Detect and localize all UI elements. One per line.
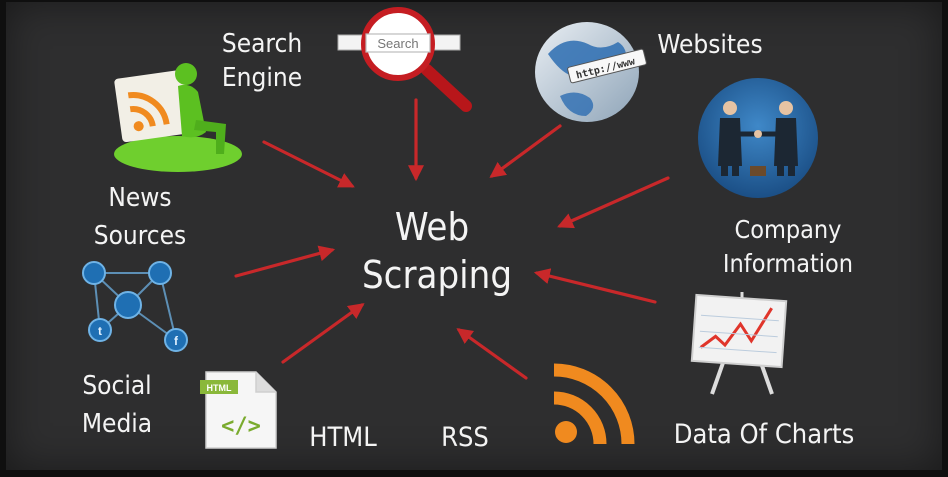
arrow-news-sources bbox=[262, 140, 355, 188]
center-title-line2: Scraping bbox=[362, 253, 512, 297]
social-network-icon: t f bbox=[82, 261, 188, 352]
handshake-icon bbox=[698, 78, 818, 198]
html-file-icon: HTML </> bbox=[200, 371, 277, 449]
news-sources-label-line1: News bbox=[108, 183, 171, 213]
data-of-charts-label: Data Of Charts bbox=[674, 419, 854, 450]
center-title-line1: Web bbox=[395, 205, 469, 249]
html-file-tag: HTML bbox=[207, 383, 232, 393]
center-title: Web Scraping bbox=[362, 205, 512, 297]
social-media-label-line1: Social bbox=[82, 371, 151, 401]
arrow-company-information bbox=[557, 176, 670, 229]
news-sources-label-line2: Sources bbox=[94, 221, 186, 251]
websites-node: http://www Websites bbox=[535, 22, 763, 122]
svg-text:f: f bbox=[174, 334, 179, 348]
search-engine-label-line2: Engine bbox=[222, 63, 302, 93]
social-media-label-line2: Media bbox=[82, 409, 152, 439]
html-label: HTML bbox=[309, 422, 377, 453]
rss-icon bbox=[553, 363, 635, 445]
arrow-websites bbox=[489, 124, 562, 178]
arrow-social-media bbox=[234, 245, 336, 278]
svg-text:t: t bbox=[98, 324, 102, 338]
search-bar-text: Search bbox=[377, 36, 418, 51]
websites-label: Websites bbox=[657, 30, 762, 60]
company-information-label-line1: Company bbox=[734, 215, 841, 244]
company-information-label-line2: Information bbox=[723, 249, 853, 278]
arrow-data-of-charts bbox=[533, 268, 657, 304]
chart-easel-icon bbox=[690, 292, 788, 395]
search-engine-node: Search Engine Search bbox=[222, 7, 472, 112]
company-information-node: Company Information bbox=[698, 78, 853, 278]
rss-label: RSS bbox=[441, 422, 489, 453]
arrow-rss bbox=[456, 328, 528, 380]
arrow-html bbox=[281, 303, 365, 364]
news-sources-node: News Sources bbox=[94, 63, 242, 251]
html-node: HTML </> HTML bbox=[200, 371, 377, 453]
data-of-charts-node: Data Of Charts bbox=[674, 292, 854, 450]
magnifier-icon: Search bbox=[337, 7, 472, 112]
svg-text:</>: </> bbox=[221, 414, 261, 439]
social-media-node: t f Social Media bbox=[82, 261, 188, 439]
news-reader-icon bbox=[114, 63, 242, 172]
browser-globe-icon: http://www bbox=[535, 22, 647, 122]
rss-node: RSS bbox=[441, 363, 635, 453]
search-engine-label-line1: Search bbox=[222, 29, 302, 59]
arrows bbox=[234, 98, 670, 380]
